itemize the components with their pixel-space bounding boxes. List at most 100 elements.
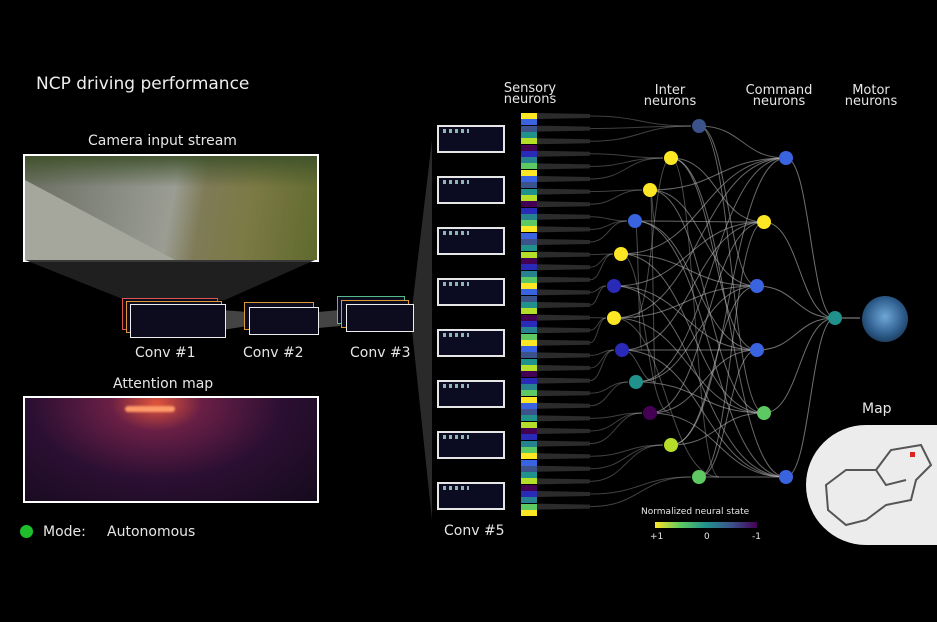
inter-neuron bbox=[643, 183, 657, 197]
sensory-neuron bbox=[521, 472, 537, 479]
inter-neuron bbox=[628, 214, 642, 228]
sensory-neuron bbox=[521, 320, 537, 327]
track-map bbox=[806, 425, 937, 545]
sensory-neuron bbox=[521, 232, 537, 239]
conv5-label: Conv #5 bbox=[444, 523, 505, 539]
sensory-neuron bbox=[521, 327, 537, 334]
sensory-neuron bbox=[521, 409, 537, 416]
command-neuron bbox=[757, 215, 771, 229]
command-neuron bbox=[779, 151, 793, 165]
sensory-neuron bbox=[521, 239, 537, 245]
sensory-neuron bbox=[521, 257, 537, 264]
attention-label: Attention map bbox=[113, 376, 214, 392]
attention-map bbox=[23, 396, 319, 503]
sensory-neuron bbox=[521, 201, 537, 208]
inter-neuron bbox=[664, 438, 678, 452]
sensory-neuron bbox=[521, 182, 537, 189]
inter-neuron bbox=[629, 375, 643, 389]
sensory-neuron bbox=[521, 465, 537, 472]
mode-indicator-dot bbox=[20, 525, 33, 538]
sensory-neuron bbox=[521, 157, 537, 164]
sensory-neuron bbox=[521, 119, 537, 126]
sensory-neuron bbox=[521, 371, 537, 378]
sensory-neuron bbox=[521, 302, 537, 308]
command-neuron bbox=[750, 279, 764, 293]
sensory-neuron bbox=[521, 163, 537, 170]
camera-input-frame bbox=[23, 154, 319, 262]
sensory-neuron bbox=[521, 251, 537, 258]
sensory-neuron bbox=[521, 459, 537, 466]
conv5-feature-map bbox=[437, 482, 505, 510]
conv5-feature-map bbox=[437, 125, 505, 153]
colorbar bbox=[655, 522, 757, 528]
conv5-feature-map bbox=[437, 329, 505, 357]
conv5-feature-map bbox=[437, 227, 505, 255]
sensory-neuron bbox=[521, 478, 537, 485]
sensory-neuron bbox=[521, 339, 537, 346]
sensory-neuron bbox=[521, 276, 537, 283]
inter-neuron bbox=[692, 119, 706, 133]
command-neuron bbox=[750, 343, 764, 357]
inter-neuron bbox=[607, 279, 621, 293]
sensory-neuron bbox=[521, 434, 537, 441]
conv1-label: Conv #1 bbox=[135, 345, 196, 361]
sensory-neuron bbox=[521, 289, 537, 296]
colorbar-tick-min: -1 bbox=[752, 532, 761, 542]
sensory-neuron bbox=[521, 150, 537, 157]
feature-map bbox=[249, 307, 319, 335]
sensory-neuron bbox=[521, 308, 537, 315]
page-title: NCP driving performance bbox=[36, 74, 250, 94]
sensory-neuron bbox=[521, 390, 537, 397]
sensory-neuron bbox=[521, 144, 537, 151]
sensory-neuron bbox=[521, 125, 537, 132]
command-neuron bbox=[757, 406, 771, 420]
sensory-neuron bbox=[521, 113, 537, 119]
conv5-feature-map bbox=[437, 176, 505, 204]
sensory-neuron bbox=[521, 194, 537, 201]
inter-neuron bbox=[607, 311, 621, 325]
sensory-neuron bbox=[521, 509, 537, 516]
feature-map bbox=[130, 304, 226, 338]
inter-neuron bbox=[614, 247, 628, 261]
sensory-neuron bbox=[521, 497, 537, 504]
inter-neuron bbox=[615, 343, 629, 357]
sensory-neuron bbox=[521, 358, 537, 365]
conv2-label: Conv #2 bbox=[243, 345, 304, 361]
conv3-label: Conv #3 bbox=[350, 345, 411, 361]
map-label: Map bbox=[862, 401, 892, 417]
sensory-neuron bbox=[521, 352, 537, 359]
motor-header: Motor neurons bbox=[844, 83, 898, 109]
sensory-neuron bbox=[521, 283, 537, 290]
sensory-neuron bbox=[521, 295, 537, 302]
attention-hotspot bbox=[125, 406, 175, 412]
colorbar-tick-max: +1 bbox=[650, 532, 664, 542]
conv5-feature-map bbox=[437, 380, 505, 408]
sensory-neuron bbox=[521, 226, 537, 233]
conv5-feature-map bbox=[437, 431, 505, 459]
road-shape bbox=[25, 180, 175, 260]
colorbar-title: Normalized neural state bbox=[641, 507, 750, 517]
sensory-neuron bbox=[521, 333, 537, 340]
sensory-neuron bbox=[521, 131, 537, 138]
colorbar-tick-zero: 0 bbox=[704, 532, 710, 542]
steering-wheel-icon bbox=[862, 296, 908, 342]
sensory-header: Sensory neurons bbox=[503, 81, 557, 107]
sensory-neuron bbox=[521, 169, 537, 176]
sensory-neuron bbox=[521, 503, 537, 510]
sensory-neuron bbox=[521, 453, 537, 460]
camera-label: Camera input stream bbox=[88, 133, 237, 149]
sensory-neuron bbox=[521, 207, 537, 214]
sensory-neuron bbox=[521, 428, 537, 434]
mode-label: Mode: bbox=[43, 524, 86, 540]
sensory-neuron bbox=[521, 446, 537, 453]
inter-neuron bbox=[664, 151, 678, 165]
sensory-neuron bbox=[521, 188, 537, 195]
inter-neuron bbox=[643, 406, 657, 420]
sensory-neuron bbox=[521, 176, 537, 182]
sensory-neuron bbox=[521, 264, 537, 271]
sensory-neuron bbox=[521, 402, 537, 409]
sensory-neuron bbox=[521, 440, 537, 447]
inter-neuron bbox=[692, 470, 706, 484]
